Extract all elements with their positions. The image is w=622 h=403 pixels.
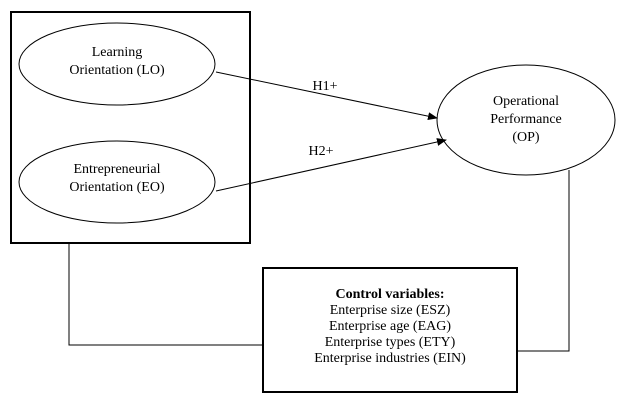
h1-label: H1+ bbox=[312, 79, 338, 94]
left-control-connector bbox=[68, 244, 263, 346]
lo-label: Learning Orientation (LO) bbox=[19, 44, 215, 80]
control-variables-box bbox=[262, 267, 518, 393]
h2-label: H2+ bbox=[308, 144, 334, 159]
h1-arrow bbox=[215, 71, 438, 121]
eo-label-line2: Orientation (EO) bbox=[69, 180, 165, 195]
control-variables-title: Control variables: bbox=[335, 287, 445, 302]
eo-label-line1: Entrepreneurial bbox=[73, 162, 161, 177]
control-item-size: Enterprise size (ESZ) bbox=[329, 303, 451, 318]
eo-ellipse bbox=[18, 140, 216, 224]
lo-ellipse bbox=[18, 22, 216, 106]
control-item-age: Enterprise age (EAG) bbox=[328, 319, 452, 334]
independent-variables-group-box bbox=[10, 11, 251, 244]
lo-label-line1: Learning bbox=[91, 45, 143, 60]
control-item-industries: Enterprise industries (EIN) bbox=[314, 351, 466, 366]
op-label: Operational Performance (OP) bbox=[440, 93, 612, 147]
eo-label: Entrepreneurial Orientation (EO) bbox=[19, 161, 215, 197]
lo-label-line2: Orientation (LO) bbox=[69, 63, 165, 78]
control-item-types: Enterprise types (ETY) bbox=[324, 335, 456, 350]
op-label-line3: (OP) bbox=[512, 130, 540, 145]
op-label-line1: Operational bbox=[492, 94, 560, 109]
control-variables-text: Control variables: Enterprise size (ESZ)… bbox=[266, 287, 514, 367]
h2-arrow bbox=[215, 138, 447, 192]
op-label-line2: Performance bbox=[490, 112, 562, 127]
right-control-connector bbox=[517, 170, 570, 352]
